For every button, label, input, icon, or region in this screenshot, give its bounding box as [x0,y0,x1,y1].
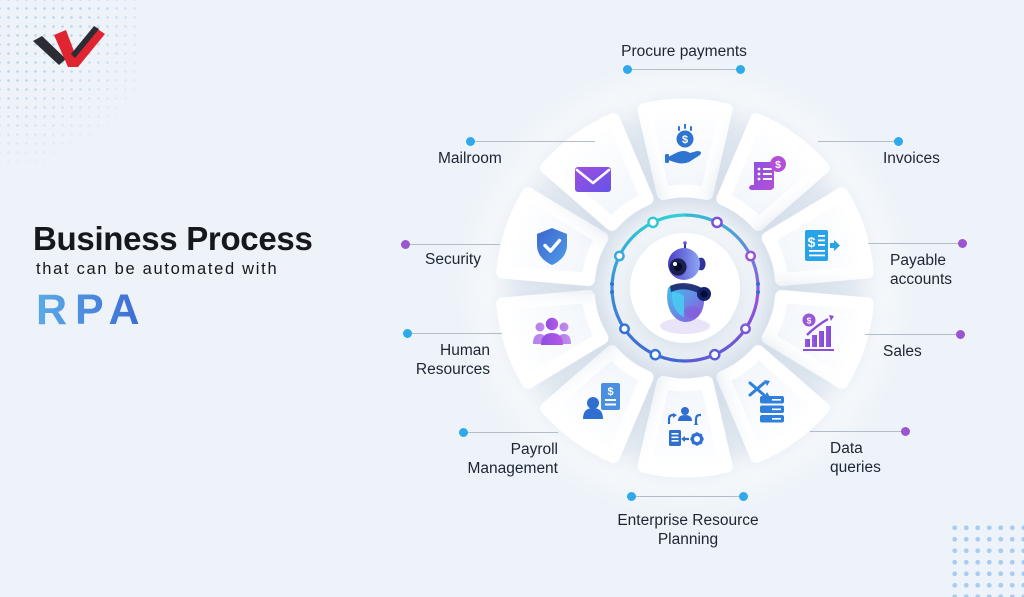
sales-chart-icon: $ [802,313,834,351]
wheel-label-mailroom: Mailroom [438,150,502,167]
ring-tick-dots [610,282,760,294]
connector-dot [466,137,475,146]
erp-icon [667,407,704,446]
connector-dot [739,492,748,501]
connector-line [407,333,502,334]
corner-dots-top-left [0,0,138,182]
wheel-label-sales: Sales [883,343,922,360]
hand-dollar-icon: $ [665,124,701,164]
connector-line [818,141,898,142]
svg-text:$: $ [775,159,781,171]
ring-nodes [614,216,756,361]
connector-dot [956,330,965,339]
wheel-label-invoices: Invoices [883,150,940,167]
connector-dot [627,492,636,501]
payable-accounts-icon: $ [805,230,840,261]
brand-logo [33,26,105,67]
svg-text:$: $ [808,234,816,250]
page-subtitle: that can be automated with [36,260,279,278]
connector-dot [894,137,903,146]
data-queries-icon [748,380,784,423]
connector-dot [403,329,412,338]
connector-line [470,141,595,142]
wheel-label-human-resources: Human Resources [415,342,490,378]
connector-dot [459,428,468,437]
wheel-label-erp: Enterprise Resource Planning [617,512,759,548]
rpa-wheel [475,78,895,498]
connector-line [405,244,500,245]
page-title: Business Process [33,220,313,257]
connector-dot [401,240,410,249]
robot-shadow [660,318,710,334]
wheel-label-security: Security [425,251,481,268]
wheel-label-payroll-management: Payroll Management [467,441,558,477]
svg-text:$: $ [682,134,688,146]
hr-people-icon [533,317,571,345]
svg-text:$: $ [607,386,613,398]
connector-line [628,69,740,70]
connector-line [868,243,962,244]
connector-dot [736,65,745,74]
payroll-icon: $ [583,383,620,419]
rpa-highlight: RPA [36,286,148,334]
robot-icon [667,241,711,322]
corner-dots-bottom-right [946,519,1024,597]
connector-line [632,496,743,497]
connector-dot [958,239,967,248]
envelope-icon [575,167,611,192]
connector-line [463,432,558,433]
wheel-label-payable-accounts: Payable accounts [890,252,953,288]
wheel-label-data-queries: Data queries [830,440,881,476]
svg-text:$: $ [807,316,812,326]
connector-dot [901,427,910,436]
connector-line [865,334,960,335]
connector-dot [623,65,632,74]
wheel-label-procure-payments: Procure payments [621,43,747,60]
invoice-icon: $ [749,156,786,190]
security-shield-icon [537,228,567,265]
connector-line [810,431,905,432]
